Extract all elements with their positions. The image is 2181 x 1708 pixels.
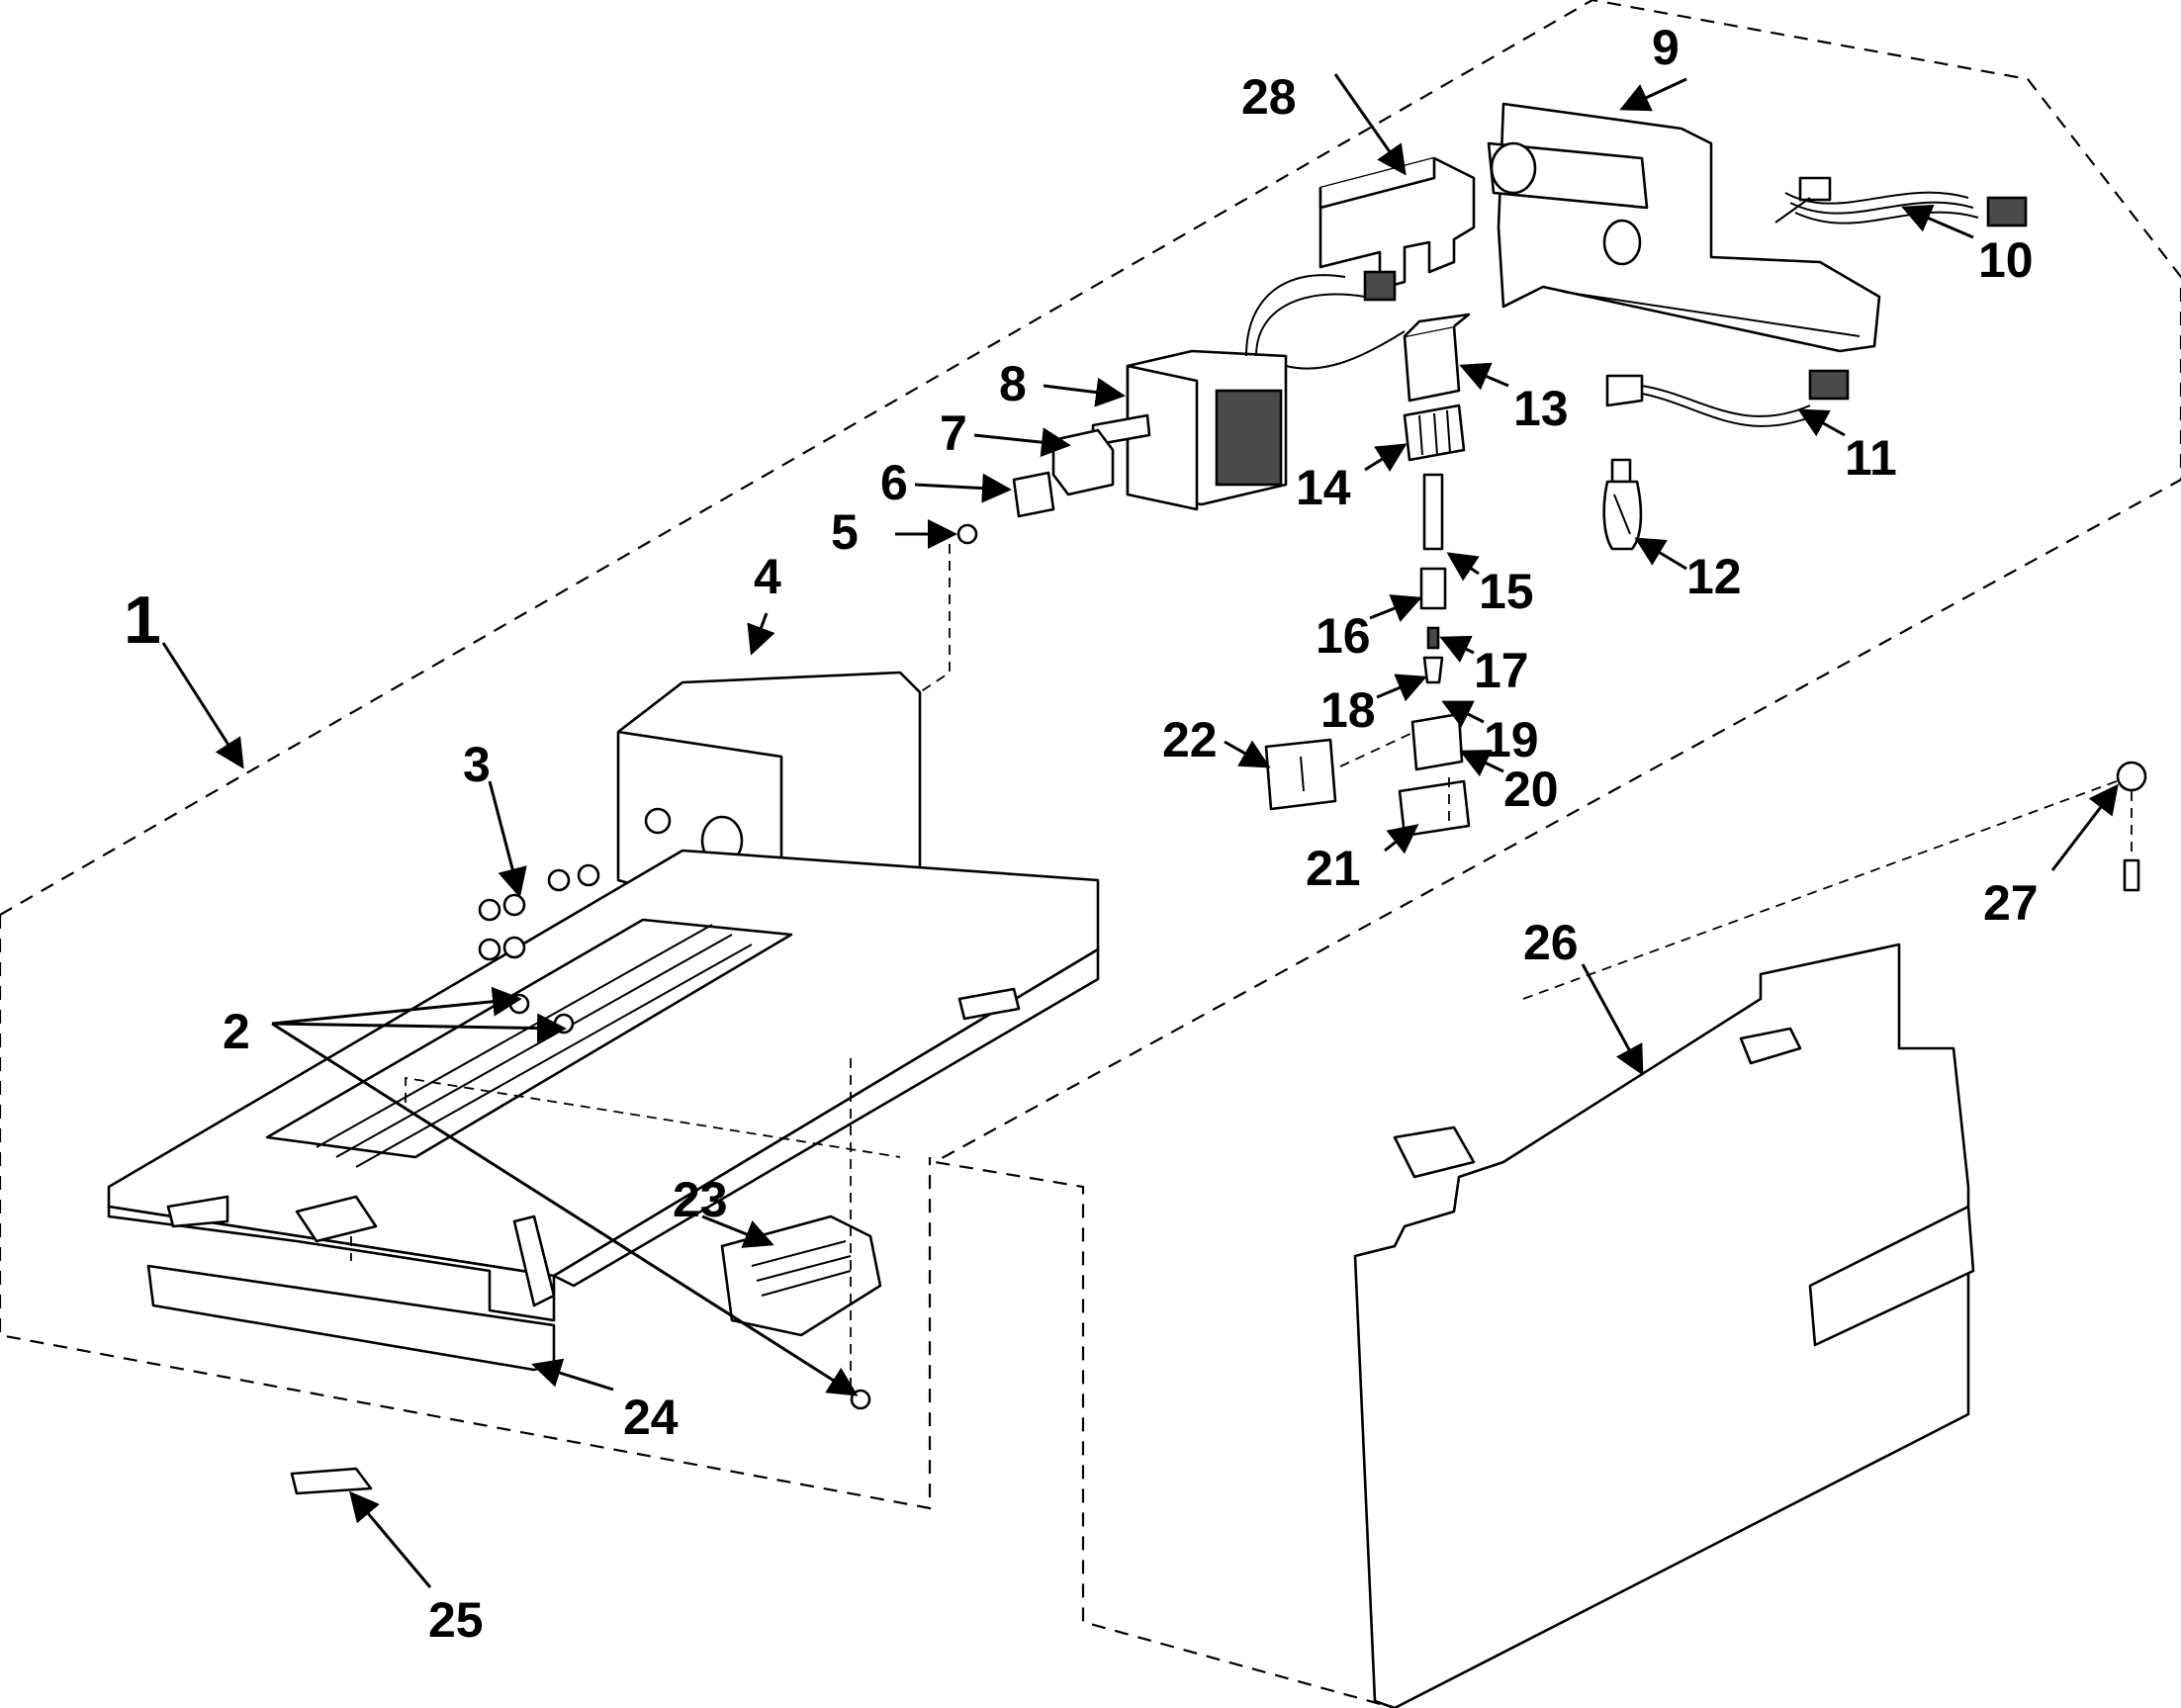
part-12-lamp	[1602, 458, 1643, 551]
part-15-shaft	[1422, 473, 1444, 551]
callout-9: 9	[1652, 20, 1680, 75]
callout-1: 1	[124, 583, 161, 658]
part-16-bushing	[1419, 567, 1447, 610]
callout-2: 2	[223, 1004, 250, 1059]
callout-27: 27	[1983, 875, 2039, 931]
part-22-plate	[1264, 738, 1337, 811]
part-11-switch-harness	[1605, 369, 1850, 427]
callout-25: 25	[428, 1592, 484, 1648]
part-26-front-panel	[1353, 943, 1975, 1708]
callout-24: 24	[623, 1390, 679, 1445]
callout-8: 8	[999, 356, 1027, 411]
part-14-gear-block	[1403, 404, 1466, 462]
part-21-holder	[1398, 779, 1471, 838]
leader-arrows	[161, 73, 2119, 1588]
part-7-bracket	[1051, 428, 1115, 496]
callout-15: 15	[1479, 564, 1534, 619]
part-10-harness	[1774, 176, 2028, 227]
callout-14: 14	[1296, 460, 1351, 515]
part-25-pad	[290, 1467, 373, 1495]
part-5-nut	[956, 523, 978, 545]
callout-5: 5	[831, 504, 859, 560]
callout-3: 3	[463, 737, 491, 792]
callout-23: 23	[673, 1172, 728, 1227]
callout-22: 22	[1162, 712, 1218, 767]
callout-7: 7	[940, 405, 967, 461]
callout-10: 10	[1978, 232, 2034, 288]
callout-labels: 1 2 3 4 5 6 7 8 9 10 11 12 13 14 15 16 1…	[124, 20, 2039, 1648]
part-1-base-tray	[107, 849, 1100, 1322]
part-17-spring	[1426, 626, 1440, 650]
part-20-switch	[1410, 712, 1464, 771]
callout-18: 18	[1320, 682, 1376, 738]
callout-11: 11	[1845, 430, 1897, 486]
part-28-shroud	[1318, 156, 1476, 291]
alignment-lines	[350, 544, 2133, 1390]
callout-13: 13	[1513, 381, 1569, 436]
part-13-solenoid	[1403, 313, 1471, 403]
callout-4: 4	[754, 549, 781, 604]
callout-19: 19	[1484, 712, 1539, 767]
part-9-housing	[1487, 102, 1881, 353]
callout-17: 17	[1474, 643, 1529, 698]
part-8-motor	[1091, 270, 1406, 511]
callout-28: 28	[1241, 69, 1297, 125]
callout-16: 16	[1316, 608, 1371, 664]
callout-21: 21	[1306, 841, 1361, 896]
part-6-clip	[1012, 471, 1055, 518]
part-27-screw	[2116, 761, 2147, 892]
callout-20: 20	[1503, 762, 1559, 817]
callout-12: 12	[1686, 549, 1742, 604]
part-18-pin	[1422, 656, 1444, 684]
part-3-screws	[478, 863, 600, 961]
callout-26: 26	[1523, 915, 1579, 970]
callout-6: 6	[880, 455, 908, 510]
